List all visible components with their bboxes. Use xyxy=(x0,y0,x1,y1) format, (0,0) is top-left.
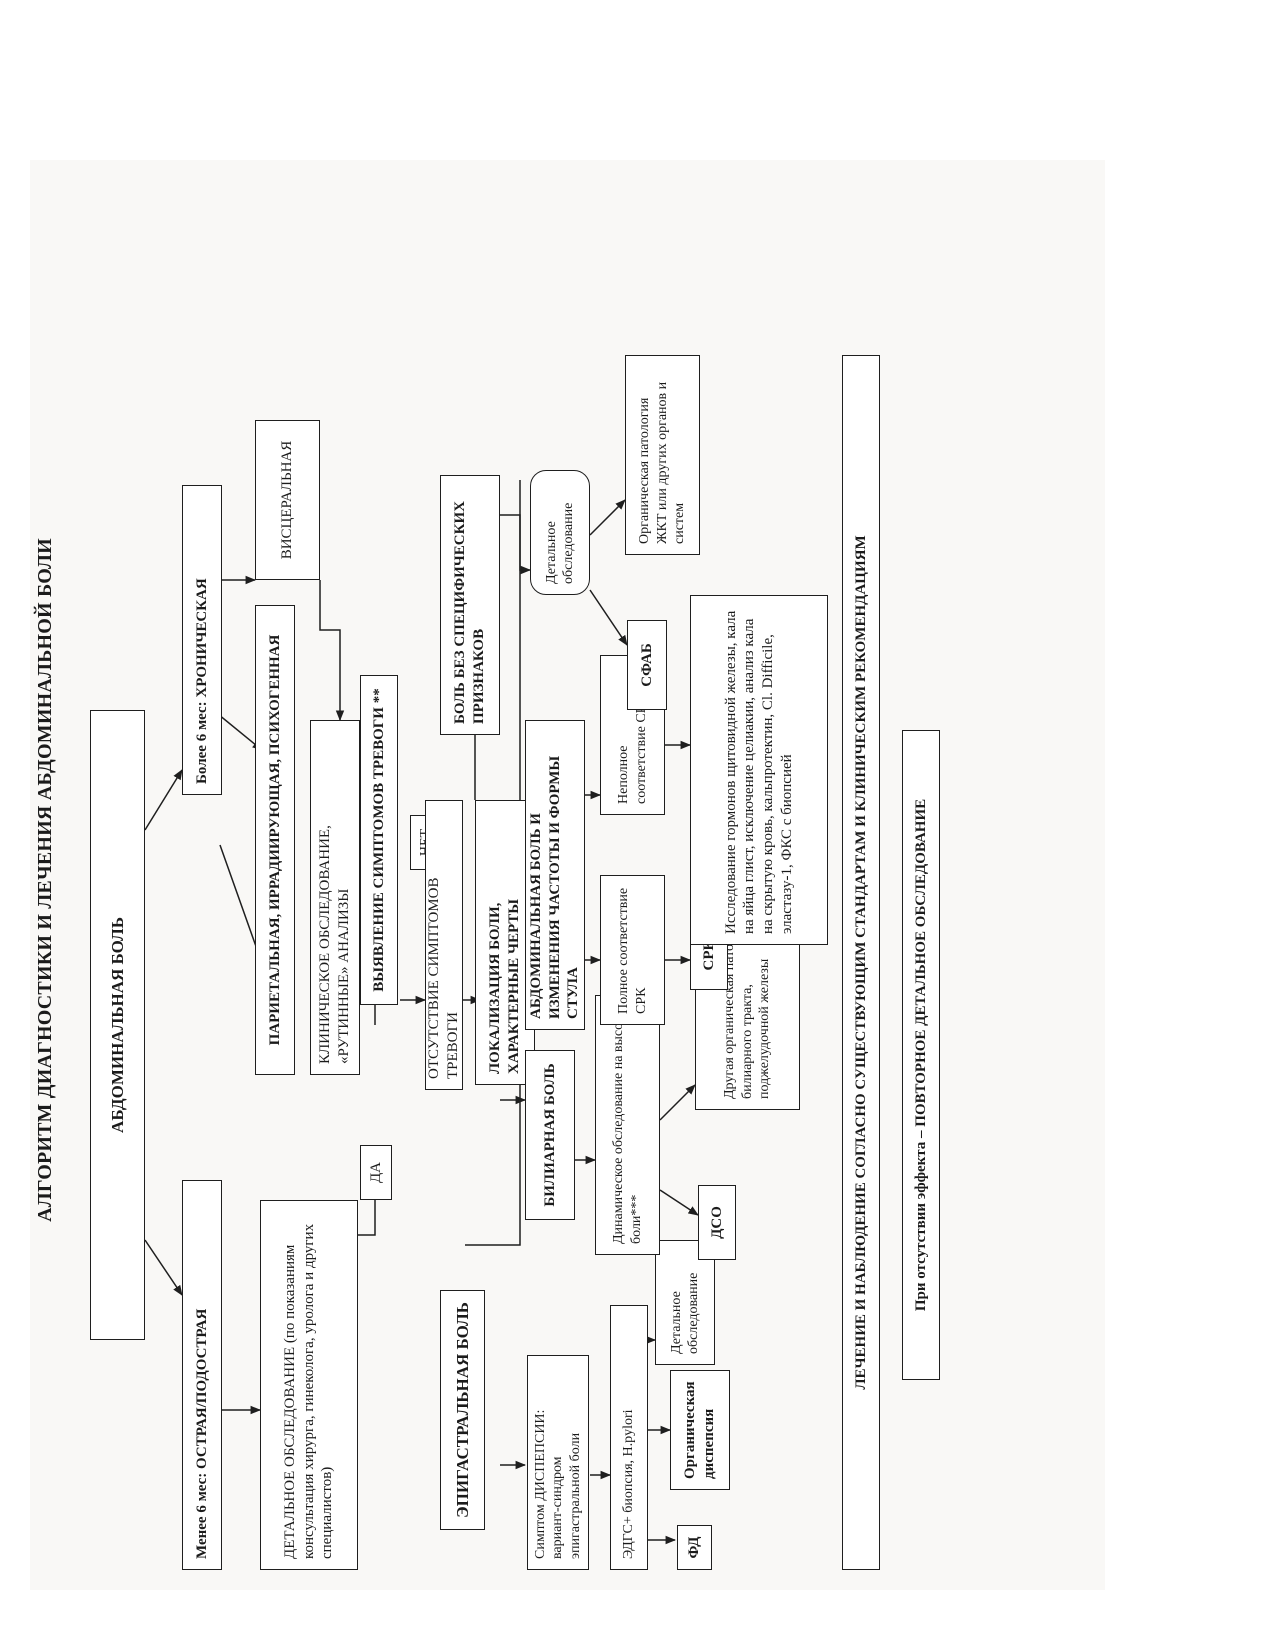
acute-prefix: Менее 6 мес: xyxy=(193,1468,210,1559)
nonspecific-node: БОЛЬ БЕЗ СПЕЦИФИЧЕСКИХ ПРИЗНАКОВ xyxy=(440,475,500,735)
page-title: АЛГОРИТМ ДИАГНОСТИКИ И ЛЕЧЕНИЯ АБДОМИНАЛ… xyxy=(34,538,56,1222)
arrow-root-to-acute xyxy=(144,1239,183,1296)
arrow-dynamic-to-dso xyxy=(659,1189,699,1216)
thyroid-tests-node: Исследование гормонов щитовидной железы,… xyxy=(690,595,828,945)
acute-node: Менее 6 мес: ОСТРАЯ/ПОДОСТРАЯ xyxy=(182,1180,222,1570)
epigastric-node: ЭПИГАСТРАЛЬНАЯ БОЛЬ xyxy=(440,1290,485,1530)
dso-node: ДСО xyxy=(698,1185,736,1260)
fd-node: ФД xyxy=(677,1525,712,1570)
detailed-exam-main: ДЕТАЛЬНОЕ ОБСЛЕДОВАНИЕ xyxy=(281,1346,298,1559)
arrow-round-to-organic-gi xyxy=(589,499,626,536)
chronic-node: Более 6 мес: ХРОНИЧЕСКАЯ xyxy=(182,485,222,795)
biliary-node: БИЛИАРНАЯ БОЛЬ xyxy=(525,1050,575,1220)
detailed-exam-node: ДЕТАЛЬНОЕ ОБСЛЕДОВАНИЕ (по показаниям ко… xyxy=(260,1200,358,1570)
acute-main: ОСТРАЯ/ПОДОСТРАЯ xyxy=(193,1308,210,1469)
abdominal-pain-node: АБДОМИНАЛЬНАЯ БОЛЬ xyxy=(90,710,145,1340)
chronic-main: ХРОНИЧЕСКАЯ xyxy=(193,578,210,698)
arrow-round-to-sfab xyxy=(589,589,628,646)
dynamic-exam-node: Динамическое обследование на высоте боли… xyxy=(595,995,660,1255)
dyspepsia-node: Симптом ДИСПЕПСИИ: вариант-синдром эпига… xyxy=(527,1355,589,1570)
scanned-page: АЛГОРИТМ ДИАГНОСТИКИ И ЛЕЧЕНИЯ АБДОМИНАЛ… xyxy=(30,160,1105,1590)
arrow-root-to-chronic xyxy=(144,769,183,831)
dyspepsia-main: Симптом ДИСПЕПСИИ xyxy=(532,1413,548,1559)
organic-gi-node: Органическая патология ЖКТ или других ор… xyxy=(625,355,700,555)
flowchart-rotated-canvas: АЛГОРИТМ ДИАГНОСТИКИ И ЛЕЧЕНИЯ АБДОМИНАЛ… xyxy=(30,160,1105,1590)
connector-lines xyxy=(144,480,699,1545)
parietal-node: ПАРИЕТАЛЬНАЯ, ИРРАДИИРУЮЩАЯ, ПСИХОГЕННАЯ xyxy=(255,605,295,1075)
alarm-detection-node: ВЫЯВЛЕНИЕ СИМПТОМОВ ТРЕВОГИ ** xyxy=(360,675,398,1005)
sfab-node: СФАБ xyxy=(627,620,667,710)
line-localization-branch xyxy=(500,480,521,1246)
clinical-exam-node: КЛИНИЧЕСКОЕ ОБСЛЕДОВАНИЕ, «РУТИННЫЕ» АНА… xyxy=(310,720,360,1075)
full-ibs-node: Полное соответствие СРК xyxy=(600,875,665,1025)
detailed-exam-round-node: Детальное обследование xyxy=(530,470,590,595)
egds-node: ЭДГС+ биопсия, H.pylori xyxy=(610,1305,648,1570)
arrow-visceral-to-clinical xyxy=(319,580,345,722)
no-alarm-node: ОТСУТСТВИЕ СИМПТОМОВ ТРЕВОГИ xyxy=(425,800,463,1090)
organic-dyspepsia-node: Органическая диспепсия xyxy=(670,1370,730,1490)
arrow-dynamic-to-other xyxy=(659,1084,696,1121)
chronic-prefix: Более 6 мес: xyxy=(193,697,210,784)
treatment-node: ЛЕЧЕНИЕ И НАБЛЮДЕНИЕ СОГЛАСНО СУЩЕСТВУЮЩ… xyxy=(842,355,880,1570)
yes-node: ДА xyxy=(360,1145,392,1200)
abd-stool-node: АБДОМИНАЛЬНАЯ БОЛЬ И ИЗМЕНЕНИЯ ЧАСТОТЫ И… xyxy=(525,720,585,1030)
no-effect-node: При отсутствии эффекта – ПОВТОРНОЕ ДЕТАЛ… xyxy=(902,730,940,1380)
visceral-node: ВИСЦЕРАЛЬНАЯ xyxy=(255,420,320,580)
